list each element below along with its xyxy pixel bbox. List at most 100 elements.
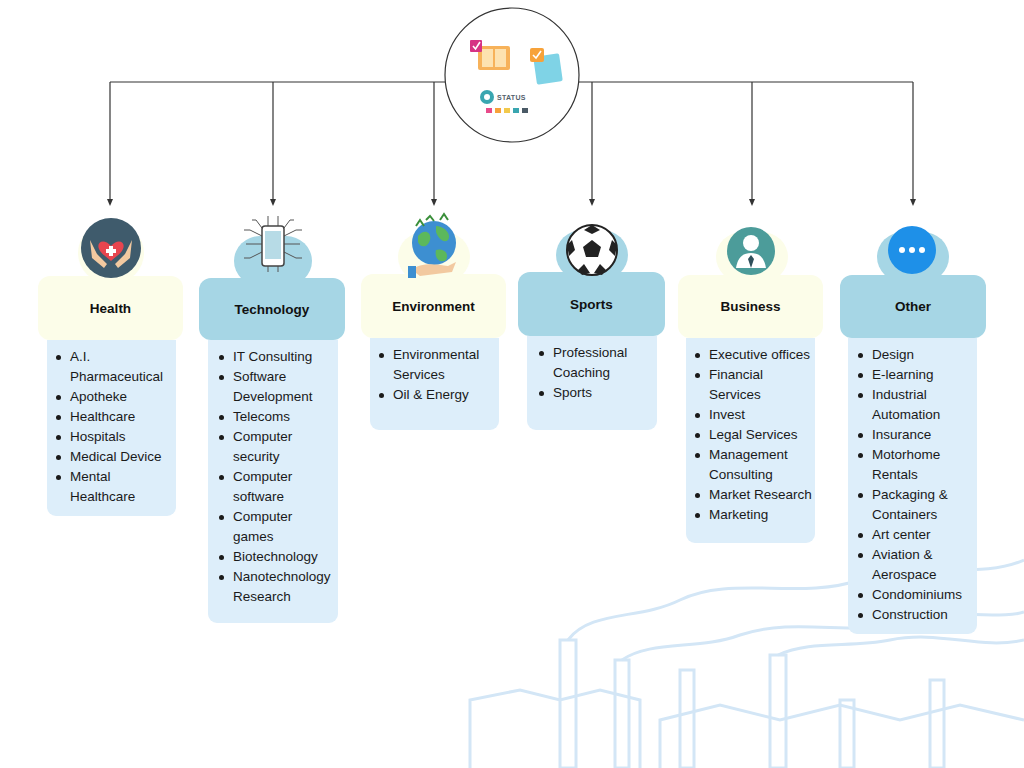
category-title: Sports: [570, 297, 613, 312]
category-title: Business: [720, 299, 780, 314]
bullet-dot: [219, 515, 224, 520]
bullet-dot: [219, 575, 224, 580]
dot-symbol: [899, 247, 905, 253]
arrow-head: [910, 199, 916, 206]
hub-circle: [445, 8, 579, 142]
list-item: Biotechnology: [233, 547, 334, 567]
item-list-box: DesignE-learningIndustrial AutomationIns…: [848, 338, 977, 634]
dot-symbol: [909, 247, 915, 253]
list-item-text: Telecoms: [233, 407, 334, 427]
book-page: [482, 49, 493, 67]
category-title: Health: [90, 301, 131, 316]
check-mark: [533, 51, 541, 58]
tree-wire: [591, 82, 592, 200]
chimney: [615, 660, 629, 768]
bullet-dot: [858, 373, 863, 378]
list-item-text: IT Consulting: [233, 347, 334, 367]
list-item: Computer software: [233, 467, 334, 507]
arrow-head: [107, 199, 113, 206]
list-item-text: Condominiums: [872, 585, 975, 605]
list-item: Management Consulting: [709, 445, 814, 485]
bullet-dot: [858, 393, 863, 398]
category-tab: Technology: [199, 278, 345, 340]
list-item: Professional Coaching: [553, 343, 655, 383]
list-item: Medical Device: [70, 447, 174, 467]
list-item: Financial Services: [709, 365, 814, 405]
bullet-dot: [56, 395, 61, 400]
gear-icon: [480, 90, 494, 104]
list-item: Insurance: [872, 425, 975, 445]
check-box: [530, 48, 544, 62]
heart-symbol: [98, 242, 123, 261]
list-item-text: Industrial Automation: [872, 385, 975, 425]
tie-symbol: [748, 255, 754, 268]
tree-wire: [272, 82, 273, 200]
category-tab: Business: [678, 275, 823, 338]
smoke-line: [778, 637, 1024, 655]
list-item: Computer games: [233, 507, 334, 547]
cross-symbol: [106, 249, 116, 253]
bullet-dot: [858, 453, 863, 458]
list-item-text: Invest: [709, 405, 814, 425]
bullet-dot: [56, 455, 61, 460]
factory-watermark: [470, 560, 1024, 768]
check-mark: [473, 42, 480, 49]
list-item-text: E-learning: [872, 365, 975, 385]
hand-symbol: [90, 240, 107, 268]
list-item-text: Mental Healthcare: [70, 467, 174, 507]
bullet-dot: [858, 613, 863, 618]
list-item: Mental Healthcare: [70, 467, 174, 507]
list-item-text: A.I. Pharmaceutical: [70, 347, 174, 387]
list-item: Motorhome Rentals: [872, 445, 975, 485]
arrow-head: [431, 199, 437, 206]
bullet-dot: [56, 435, 61, 440]
ball-patch: [567, 225, 617, 275]
list-item-text: Marketing: [709, 505, 814, 525]
chimney: [930, 680, 944, 768]
tree-wire: [912, 82, 913, 200]
book-page: [495, 49, 506, 67]
list-item: Healthcare: [70, 407, 174, 427]
category-title: Technology: [235, 302, 310, 317]
bullet-dot: [695, 413, 700, 418]
hand-symbol: [115, 240, 132, 268]
bullet-dot: [219, 375, 224, 380]
ball-patch: [583, 240, 601, 257]
list-item: Market Research: [709, 485, 814, 505]
bullet-dot: [56, 475, 61, 480]
list-item: Condominiums: [872, 585, 975, 605]
bullet-dot: [219, 415, 224, 420]
item-list-box: A.I. PharmaceuticalApothekeHealthcareHos…: [47, 340, 176, 516]
land-symbol: [418, 226, 449, 261]
list-item: Telecoms: [233, 407, 334, 427]
arrow-head: [749, 199, 755, 206]
status-dot: [522, 108, 528, 113]
list-item: IT Consulting: [233, 347, 334, 367]
list-item: Construction: [872, 605, 975, 625]
list-item-text: Construction: [872, 605, 975, 625]
item-list-box: Professional CoachingSports: [527, 336, 657, 430]
item-list-box: Executive officesFinancial ServicesInves…: [686, 338, 815, 543]
list-item-text: Sports: [553, 383, 655, 403]
bullet-dot: [695, 453, 700, 458]
check-box: [470, 40, 482, 52]
bullet-dot: [219, 475, 224, 480]
chimney: [770, 655, 786, 768]
gear-hole: [484, 94, 490, 100]
list-item-text: Aviation & Aerospace: [872, 545, 975, 585]
list-item-text: Management Consulting: [709, 445, 814, 485]
list-item-text: Oil & Energy: [393, 385, 497, 405]
item-list-box: IT ConsultingSoftware DevelopmentTelecom…: [208, 340, 338, 623]
tree-symbol: [416, 214, 448, 226]
bullet-dot: [858, 493, 863, 498]
item-list-box: Environmental ServicesOil & Energy: [370, 338, 499, 430]
bullet-dot: [56, 355, 61, 360]
bullet-dot: [858, 353, 863, 358]
person-head: [743, 235, 759, 251]
list-item-text: Insurance: [872, 425, 975, 445]
soccer-ball: [567, 225, 617, 275]
list-item: Legal Services: [709, 425, 814, 445]
bullet-dot: [219, 555, 224, 560]
